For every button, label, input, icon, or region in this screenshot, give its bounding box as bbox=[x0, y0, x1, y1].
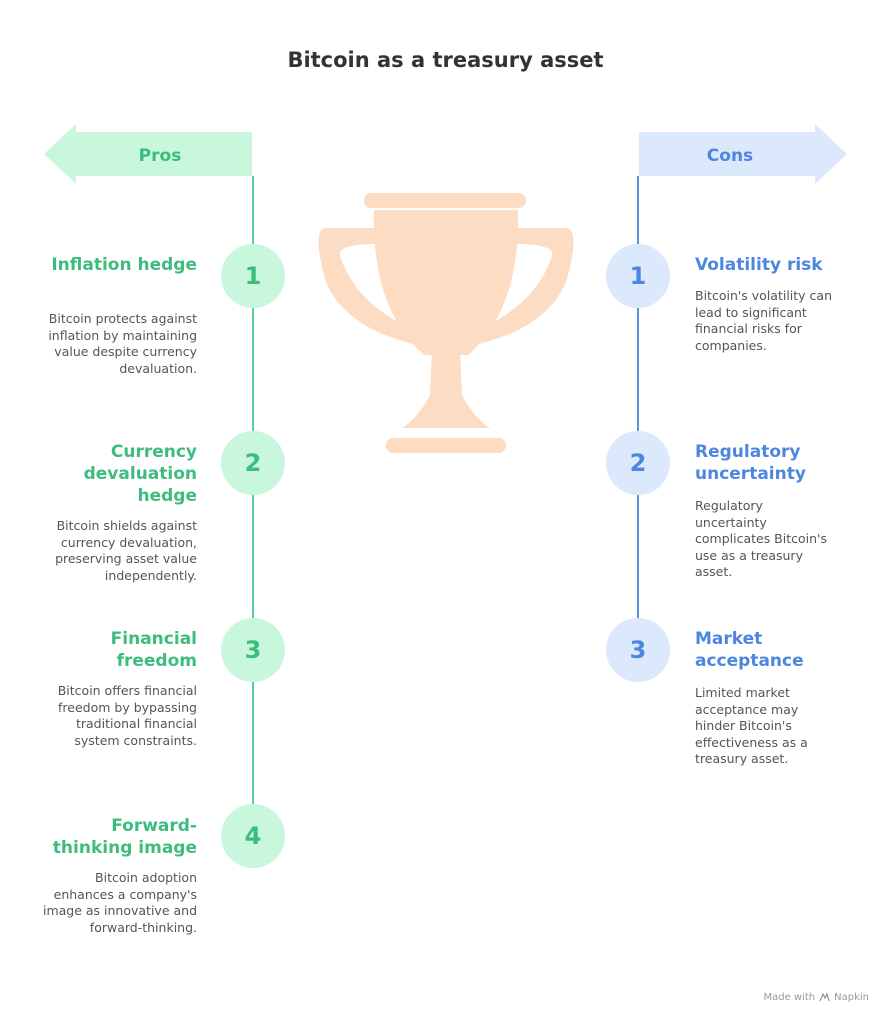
footer-brand: Napkin bbox=[834, 992, 869, 1003]
diagram-title: Bitcoin as a treasury asset bbox=[287, 48, 604, 72]
cons-item-3-title: Market acceptance bbox=[695, 629, 804, 671]
cons-step-1-number: 1 bbox=[606, 244, 670, 308]
pros-step-3-number: 3 bbox=[221, 618, 285, 682]
pros-item-1-title: Inflation hedge bbox=[51, 255, 197, 275]
footer-attribution[interactable]: Made with Napkin bbox=[763, 992, 869, 1003]
pros-item-3-description: Bitcoin offers financial freedom by bypa… bbox=[57, 683, 197, 748]
cons-item-3-description: Limited market acceptance may hinder Bit… bbox=[695, 685, 808, 766]
pros-arrow bbox=[44, 124, 252, 184]
cons-item-2-title: Regulatory uncertainty bbox=[695, 442, 806, 484]
pros-step-1-number: 1 bbox=[221, 244, 285, 308]
pros-item-4-description: Bitcoin adoption enhances a company's im… bbox=[42, 870, 197, 935]
cons-label: Cons bbox=[706, 146, 754, 166]
pros-timeline bbox=[252, 176, 254, 836]
cons-timeline bbox=[637, 176, 639, 646]
pros-label: Pros bbox=[138, 146, 182, 166]
cons-step-3-number: 3 bbox=[606, 618, 670, 682]
napkin-logo-icon bbox=[819, 992, 830, 1002]
pros-step-2-number: 2 bbox=[221, 431, 285, 495]
cons-arrow bbox=[639, 124, 847, 184]
cons-item-1-description: Bitcoin's volatility can lead to signifi… bbox=[695, 288, 833, 353]
pros-step-4-number: 4 bbox=[221, 804, 285, 868]
cons-step-2-number: 2 bbox=[606, 431, 670, 495]
pros-item-3-title: Financial freedom bbox=[110, 629, 197, 671]
pros-item-2-title: Currency devaluation hedge bbox=[83, 442, 197, 506]
pros-item-4-title: Forward-thinking image bbox=[52, 816, 197, 858]
trophy-icon bbox=[318, 193, 574, 453]
footer-made-with: Made with bbox=[763, 992, 816, 1003]
pros-item-1-description: Bitcoin protects against inflation by ma… bbox=[48, 311, 197, 376]
pros-item-2-description: Bitcoin shields against currency devalua… bbox=[55, 518, 197, 583]
cons-item-2-description: Regulatory uncertainty complicates Bitco… bbox=[695, 498, 828, 579]
cons-item-1-title: Volatility risk bbox=[695, 255, 823, 275]
